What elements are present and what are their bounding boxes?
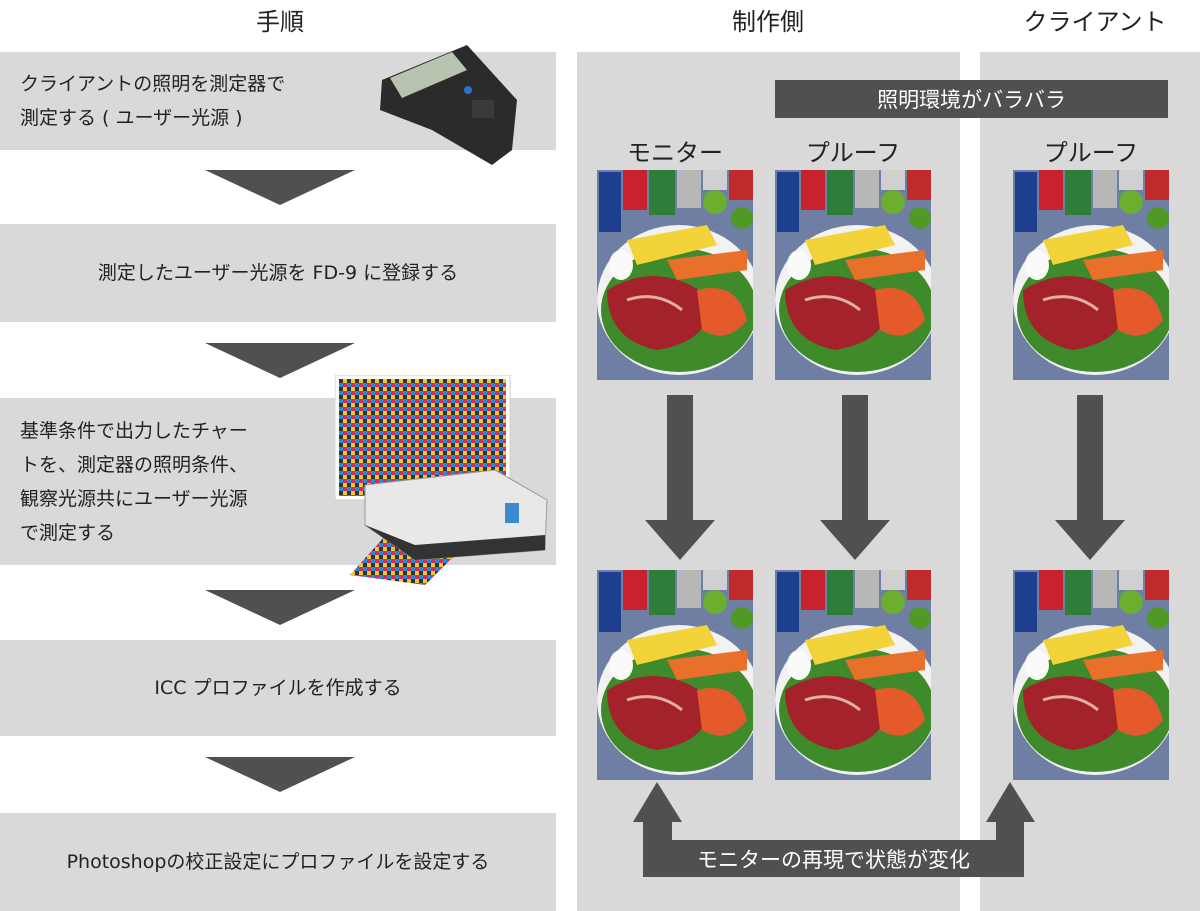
steps-heading: 手順 (256, 8, 304, 36)
monitor-label: モニター (627, 139, 723, 167)
down-arrow-2 (205, 343, 355, 378)
step-5: Photoshopの校正設定にプロファイルを設定する (0, 813, 556, 911)
production-heading: 制作側 (732, 8, 804, 36)
monitor-down-arrow (645, 395, 715, 560)
proof-label: プルーフ (805, 139, 901, 167)
step-3-line-1: 基準条件で出力したチャー (20, 419, 248, 442)
down-arrow-3 (205, 590, 355, 625)
down-arrow-4 (205, 757, 355, 792)
step-1-line-1: クライアントの照明を測定器で (20, 73, 286, 95)
color-chart-and-spectrophotometer-image (334, 374, 550, 585)
proof-down-arrow (820, 395, 890, 560)
step-2: 測定したユーザー光源を FD-9 に登録する (0, 224, 556, 322)
step-3-line-2: トを、測定器の照明条件、 (20, 453, 249, 476)
step-3-line-4: で測定する (20, 521, 116, 544)
step-1-line-2: 測定する ( ユーザー光源 ) (20, 107, 243, 129)
step-3-line-3: 観察光源共にユーザー光源 (20, 487, 248, 510)
client-proof-down-arrow (1055, 395, 1125, 560)
monitor-change-label: モニターの再現で状態が変化 (697, 847, 970, 872)
colorimeter-device-image (372, 40, 522, 165)
client-proof-label: プルーフ (1043, 139, 1139, 167)
step-4: ICC プロファイルを作成する (0, 640, 556, 736)
client-heading: クライアント (1023, 8, 1167, 36)
down-arrow-1 (205, 170, 355, 205)
lighting-varies-banner: 照明環境がバラバラ (775, 80, 1168, 118)
